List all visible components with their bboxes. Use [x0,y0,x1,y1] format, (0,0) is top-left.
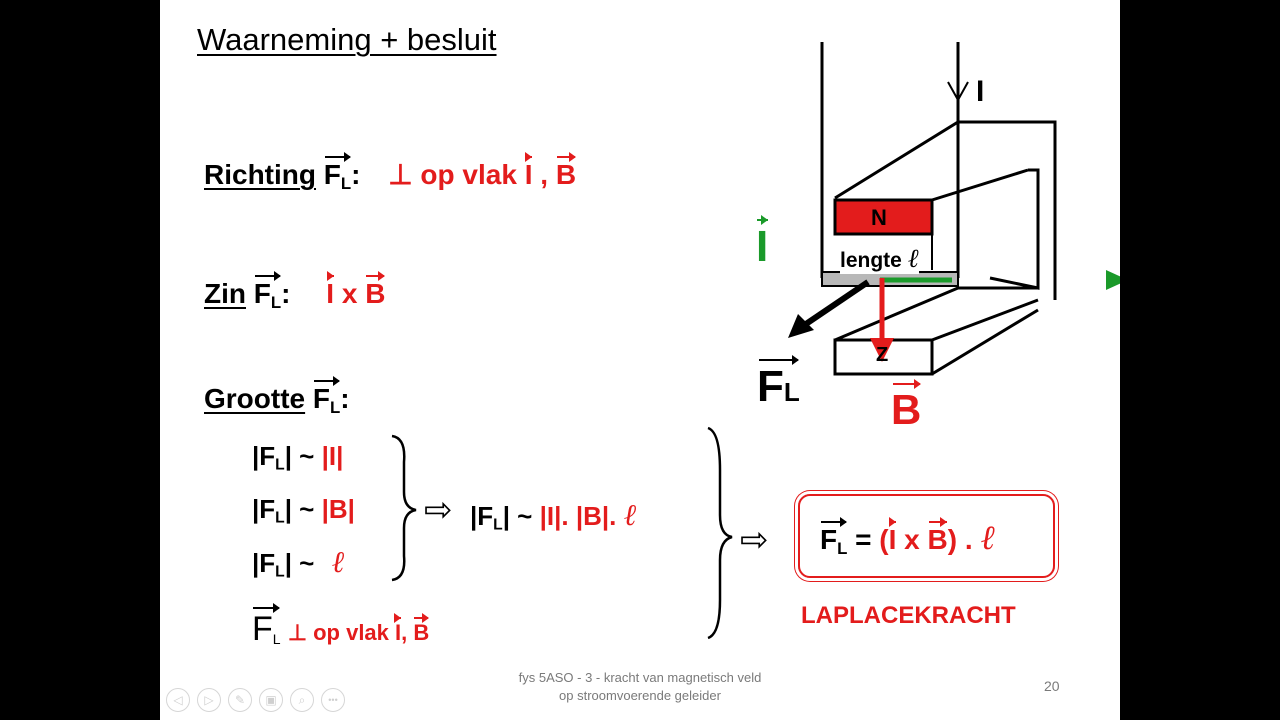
laplace-formula: FL = (I x B) . ℓ [820,516,995,559]
combined-relation: |FL| ~ |I|. |B|. ℓ [470,498,637,534]
force-arrow [798,279,870,331]
diagram-i-top: I [976,75,985,108]
slide-footer: fys 5ASO - 3 - kracht van magnetisch vel… [518,670,762,703]
north-pole [833,198,934,236]
brace-small [391,434,417,582]
relation-row: |FL| ~ |I| [252,441,344,474]
perp-relation: FL ⊥ op vlak I, B [252,603,430,648]
fl-vector: FL [252,603,281,648]
richting-label: Richting [204,159,316,190]
zoom-icon[interactable]: ⌕ [290,688,314,712]
zin-line: Zin FL: I x B [204,270,386,313]
laplace-label: LAPLACEKRACHT [801,602,1016,629]
diagram-fl-vector: FL [757,355,800,411]
prev-icon[interactable]: ◁ [166,688,190,712]
diagram-south-label: Z [876,344,889,366]
richting-line: Richting FL: ⊥ op vlak I , B [204,151,577,194]
slide: Waarneming + besluit Richting FL: ⊥ op v… [160,0,1120,720]
more-icon[interactable]: ••• [321,688,345,712]
i-vector: I [524,152,533,190]
slide-title: Waarneming + besluit [197,22,497,57]
relation-row: |FL| ~ |B| [252,494,355,527]
zin-label: Zin [204,278,246,309]
diagram-north-label: N [871,205,887,230]
b-vector: B [413,613,430,645]
next-icon[interactable]: ▷ [197,688,221,712]
b-vector: B [555,152,577,190]
presenter-toolbar: ◁ ▷ ✎ ▣ ⌕ ••• [166,688,345,712]
i-vector: I [888,517,897,555]
brace-large [707,426,733,640]
diagram-length-label: lengte ℓ [840,244,919,274]
fl-vector: FL [312,375,341,418]
fl-vector: FL [323,151,352,194]
b-vector: B [365,271,386,309]
pen-icon[interactable]: ✎ [228,688,252,712]
slides-icon[interactable]: ▣ [259,688,283,712]
fl-vector: FL [253,270,282,313]
diagram-i-vector: I [756,215,769,271]
magnet-diagram [788,42,1120,376]
diagram-b-vector: B [891,379,922,433]
relation-row: |FL| ~ ℓ [252,545,345,581]
page-number: 20 [1044,678,1060,694]
implies-arrow-icon: ⇨ [424,491,453,529]
brace-graphics [391,426,733,640]
b-vector: B [927,517,948,555]
i-vector: I [394,613,402,645]
richting-perp: ⊥ op vlak I , B [388,152,577,190]
implies-arrow-icon: ⇨ [740,521,769,559]
grootte-line: Grootte FL: [204,375,350,418]
laplace-formula-box [798,494,1055,578]
grootte-label: Grootte [204,383,306,414]
zin-cross: I x B [326,271,386,309]
i-vector: I [326,271,335,309]
fl-vector: FL [820,516,848,559]
